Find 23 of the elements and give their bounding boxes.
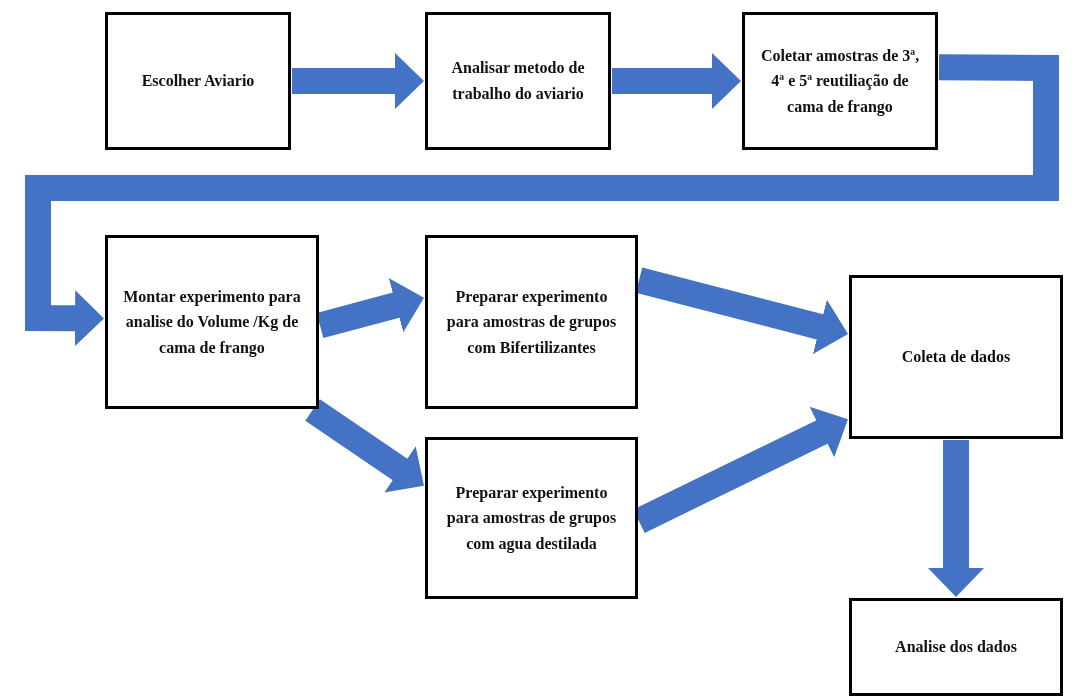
box-text: Coletar amostras de 3ª, 4ª e 5ª reutiliação de cama de frango [759,45,921,118]
block-arrow [635,267,848,354]
block-arrow [292,53,424,109]
box-text: Analisar metodo de trabalho do aviario [450,58,586,104]
box-text: Escolher Aviario [141,71,255,92]
box-text: Preparar experimento para amostras de grupos com agua destilada [445,482,618,555]
block-arrow [316,278,425,339]
process-box [105,12,291,150]
process-box [849,275,1063,439]
box-text: Analise dos dados [895,637,1017,658]
process-box [425,12,611,150]
block-arrow [928,440,984,597]
block-arrow [25,54,1059,347]
process-box [425,437,638,599]
box-text: Montar experimento para analise do Volume /Kg de cama de frango [122,286,302,359]
process-box [849,598,1063,696]
process-box [425,235,638,409]
process-box [105,235,319,409]
block-arrow [612,53,741,109]
box-text: Coleta de dados [901,347,1011,368]
process-box [742,12,938,150]
box-text: Preparar experimento para amostras de grupos com Bifertilizantes [445,286,618,358]
block-arrow [305,399,424,493]
